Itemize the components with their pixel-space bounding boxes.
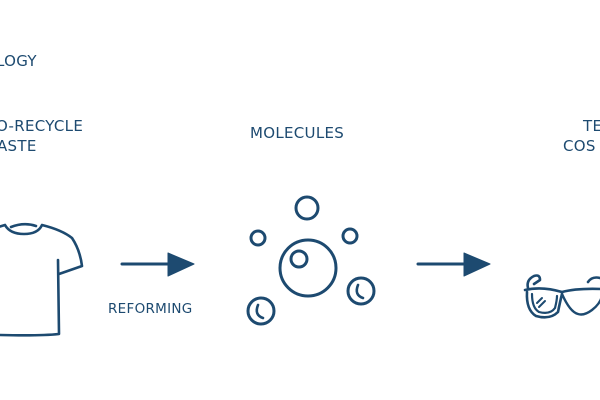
arrow-1-label: REFORMING — [108, 301, 193, 317]
stage-3-label-line2: COS — [563, 137, 596, 155]
stage-3-label-line1: TE — [583, 117, 600, 135]
stage-1-label-line2: ASTE — [0, 137, 37, 155]
arrow-right-icon — [120, 252, 195, 277]
molecules-icon — [246, 195, 376, 326]
arrow-right-icon — [416, 252, 491, 277]
glasses-icon — [523, 274, 600, 319]
stage-2-label: MOLECULES — [250, 124, 345, 142]
stage-1-label-line1: O-RECYCLE — [0, 117, 84, 135]
t-shirt-icon — [0, 222, 84, 337]
diagram-title: LOGY — [0, 52, 37, 70]
